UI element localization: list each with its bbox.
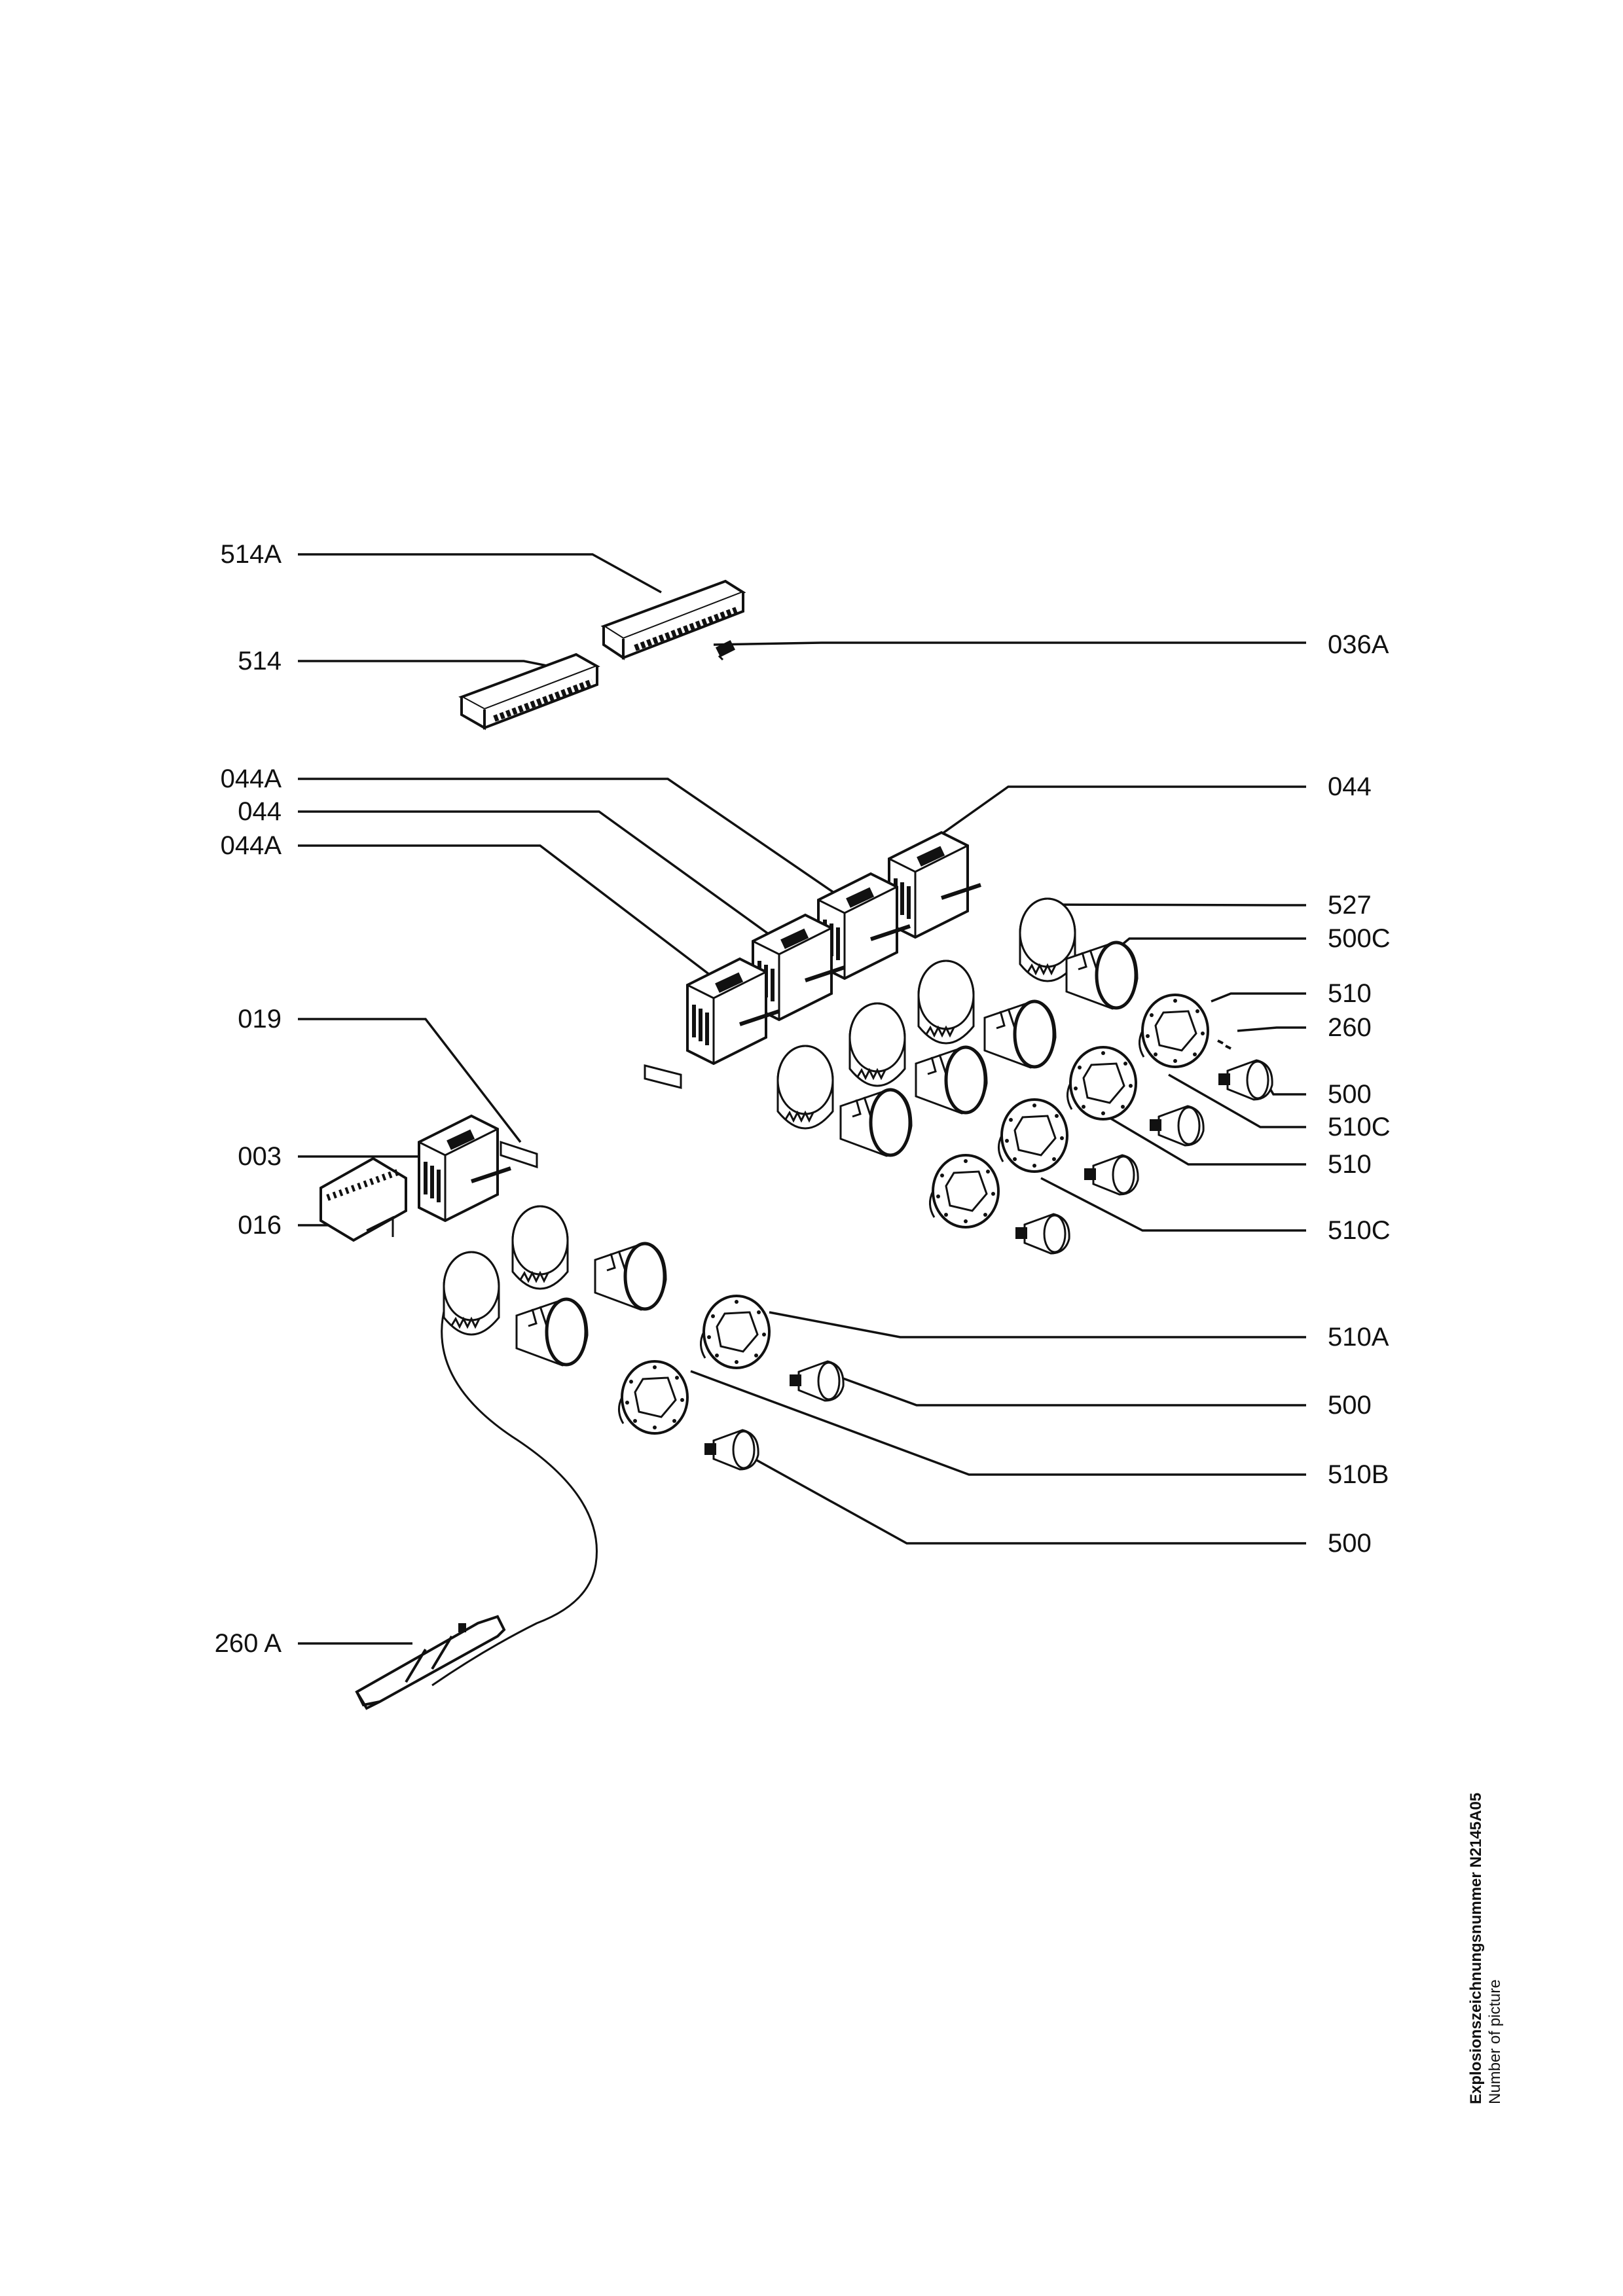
part-019-spindle: [500, 1140, 538, 1169]
knob-body: [443, 1251, 500, 1336]
knob: [1083, 1154, 1139, 1196]
label-510-1: 510: [1328, 979, 1372, 1008]
label-019: 019: [238, 1005, 282, 1033]
label-260: 260: [1328, 1013, 1372, 1042]
label-510B: 510B: [1328, 1460, 1389, 1489]
label-500-1: 500: [1328, 1080, 1372, 1109]
label-514A: 514A: [220, 540, 282, 569]
part-036A-link: [715, 639, 736, 661]
label-036A: 036A: [1328, 630, 1389, 659]
knob-cap: [985, 1001, 1055, 1067]
part-500-knob: [1217, 1059, 1273, 1101]
knob-cap: [841, 1089, 911, 1156]
wire: [431, 1305, 598, 1687]
part-500-knob-3: [703, 1429, 759, 1471]
part-500C-knob-cap: [1067, 942, 1137, 1009]
label-510C-1: 510C: [1328, 1113, 1391, 1141]
label-500-3: 500: [1328, 1529, 1372, 1558]
label-003: 003: [238, 1142, 282, 1171]
spindle-left: [644, 1064, 682, 1089]
part-514-terminal-strip: [458, 653, 600, 730]
knob-cap: [517, 1299, 587, 1365]
part-514A-terminal-strip: [600, 579, 746, 660]
label-510-2: 510: [1328, 1150, 1372, 1179]
label-510C-2: 510C: [1328, 1216, 1391, 1245]
part-260A-bracket: [355, 1615, 506, 1710]
label-044A-1: 044A: [220, 764, 282, 793]
knob: [1014, 1213, 1070, 1255]
label-044-1: 044: [238, 797, 282, 826]
part-510C-ring: [1066, 1046, 1137, 1121]
part-260-spacer: [1217, 1039, 1231, 1050]
label-514: 514: [238, 647, 282, 675]
part-500-knob-2: [788, 1360, 845, 1402]
label-044A-2: 044A: [220, 831, 282, 860]
caption-line-1: Explosionszeichnungsnummer N2145A05: [1467, 1792, 1485, 2104]
part-510C-ring-2: [928, 1154, 1000, 1229]
part-510A-ring: [699, 1295, 771, 1369]
caption-line-2: Number of picture: [1486, 1979, 1504, 2104]
label-500-2: 500: [1328, 1391, 1372, 1420]
leader-lines: [298, 553, 1306, 1645]
part-044-regulator: [889, 833, 981, 937]
knob-body: [848, 1002, 906, 1087]
label-044-right: 044: [1328, 772, 1372, 801]
label-500C: 500C: [1328, 924, 1391, 953]
label-527: 527: [1328, 891, 1372, 920]
knob: [1148, 1105, 1205, 1147]
part-510-ring-2: [997, 1098, 1068, 1173]
label-510A: 510A: [1328, 1323, 1389, 1352]
knob-body: [511, 1205, 569, 1290]
part-510B-ring: [617, 1360, 689, 1435]
part-003-selector-switch: [419, 1116, 511, 1221]
knob-body: [917, 960, 975, 1045]
part-510-ring: [1138, 994, 1209, 1068]
knob-body: [776, 1045, 834, 1130]
knob-cap: [595, 1243, 666, 1310]
picture-number-caption: Explosionszeichnungsnummer N2145A05 Numb…: [1467, 1738, 1504, 2104]
label-016: 016: [238, 1211, 282, 1240]
part-016-switch-base: [319, 1157, 407, 1242]
part-044A-regulator-2: [687, 959, 779, 1064]
label-260A: 260 A: [214, 1629, 282, 1658]
knob-cap: [916, 1047, 987, 1113]
